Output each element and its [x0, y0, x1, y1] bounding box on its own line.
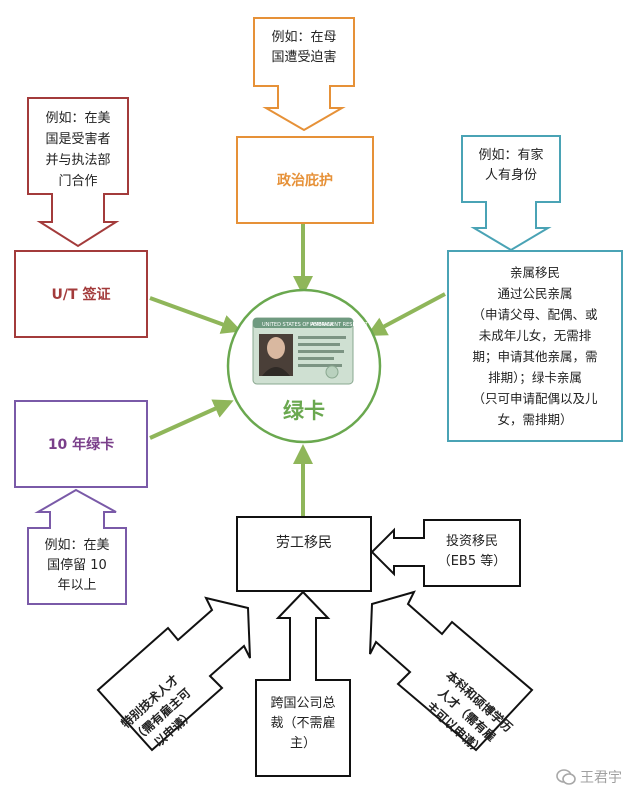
wechat-icon: [556, 769, 576, 785]
watermark: 王君宇: [556, 767, 622, 787]
arrow-utvisa-to-greencard: [149, 296, 242, 334]
arrow-tenyear-to-greencard: [149, 399, 234, 440]
utvisa-example: 例如：在美 国是受害者 并与执法部 门合作: [45, 111, 111, 189]
callout-special: [96, 596, 251, 752]
investment-label: 投资移民 （EB5 等）: [437, 534, 507, 569]
ut-visa-box: U/T 签证: [14, 250, 148, 338]
callout-degree: [369, 590, 534, 752]
callout-utvisa: [27, 97, 129, 248]
card-header-left: UNITED STATES OF AMERICA: [262, 322, 334, 328]
greencard-image: [252, 317, 354, 385]
arrow-family-to-greencard: [366, 292, 446, 336]
callout-family: [461, 135, 561, 252]
tenyear-example: 例如：在美 国停留 10 年以上: [44, 538, 110, 593]
greencard-label: 绿卡: [283, 399, 325, 423]
family-example: 例如：有家 人有身份: [478, 148, 544, 183]
executive-label: 跨国公司总 裁（不需雇 主）: [270, 696, 336, 751]
card-header-right: PERMANENT RESIDENT: [310, 322, 369, 328]
callout-investment: [370, 519, 521, 587]
callout-executive: [255, 590, 351, 777]
employment-immigration-box: 劳工移民: [236, 516, 372, 592]
political-example: 例如：在母 国遭受迫害: [271, 30, 337, 65]
callout-tenyear: [27, 488, 127, 605]
ten-year-box: 10 年绿卡: [14, 400, 148, 488]
callout-political: [253, 17, 355, 132]
family-immigration-box: 亲属移民 通过公民亲属 （申请父母、配偶、或 未成年儿女，无需排 期；申请其他亲…: [447, 250, 623, 442]
political-asylum-box: 政治庇护: [236, 136, 374, 224]
watermark-text: 王君宇: [580, 770, 622, 786]
